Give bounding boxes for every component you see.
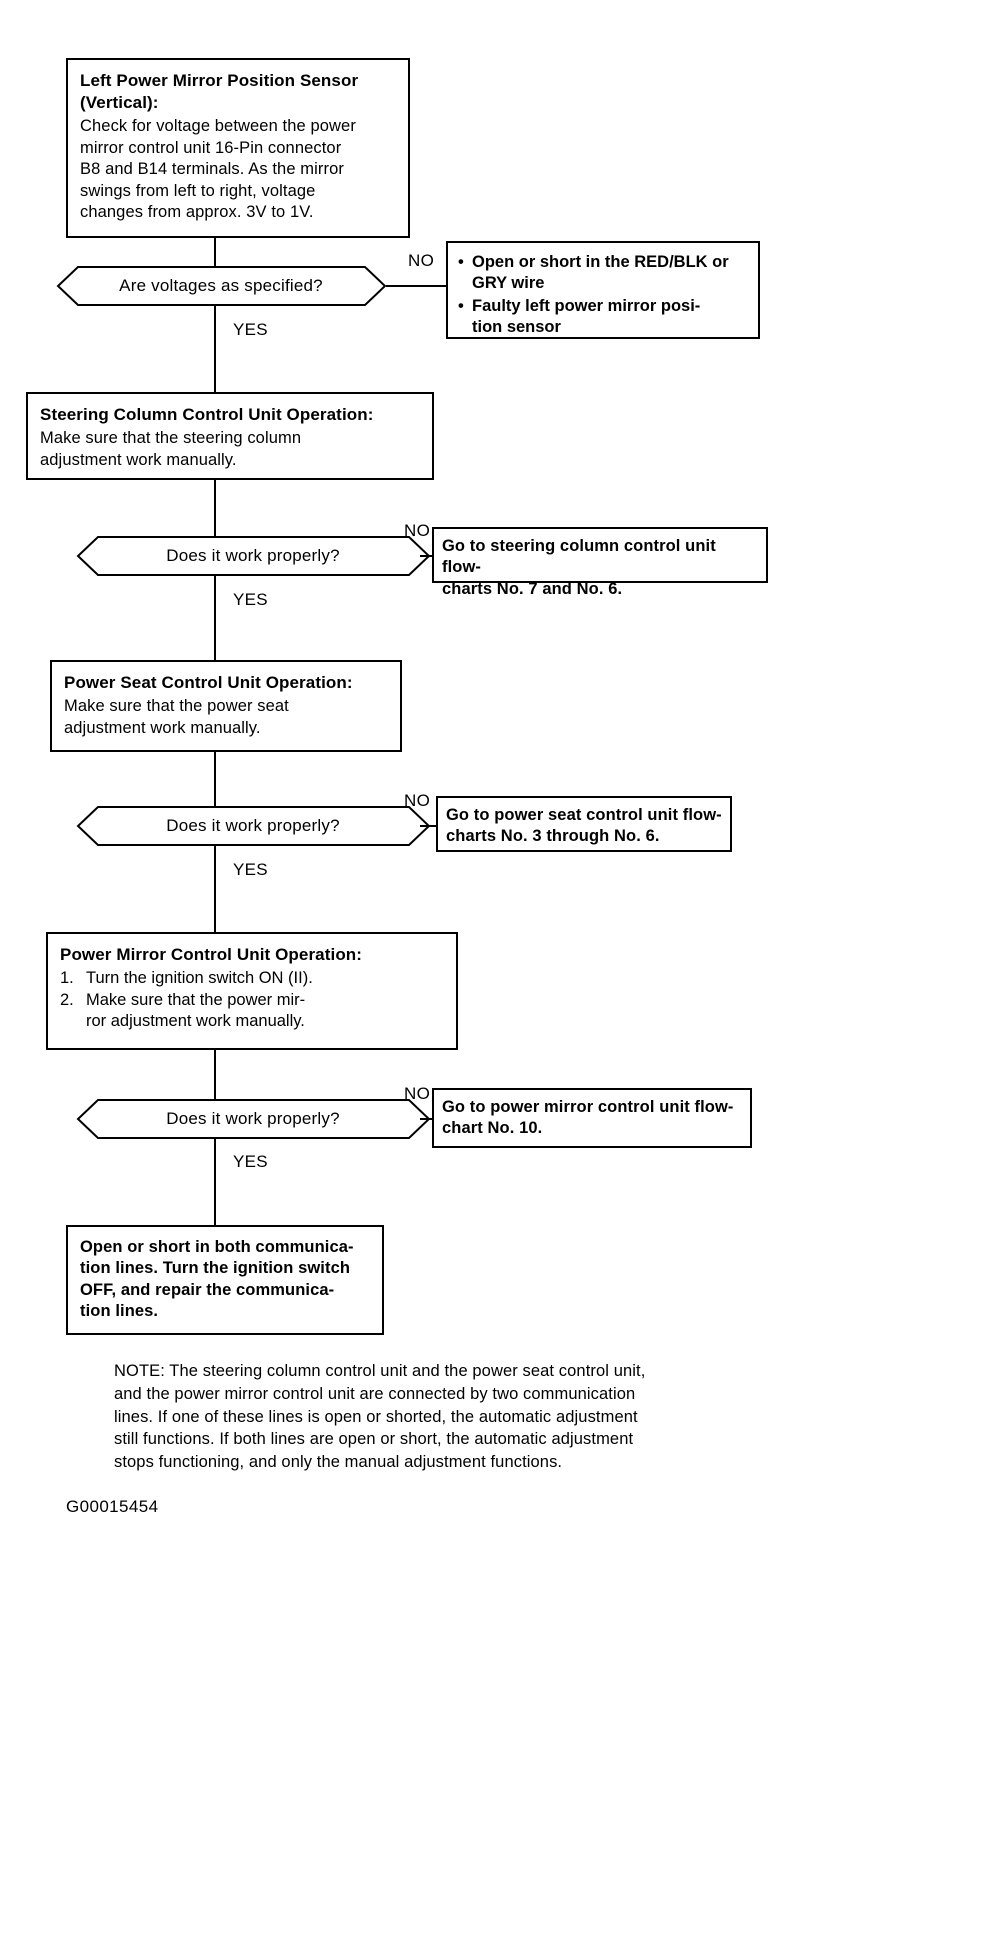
decision1-yes-label: YES [233, 320, 268, 339]
final-box-open-short-both-communication-lines: Open or short in both communica- tion li… [66, 1225, 384, 1335]
result-box-open-short-red-blk: • Open or short in the RED/BLK or GRY wi… [446, 241, 760, 339]
connector-decision1-yes [214, 306, 216, 392]
decision-are-voltages-as-specified: Are voltages as specified? [56, 266, 386, 306]
step-box-power-seat-control-unit-operation: Power Seat Control Unit Operation: Make … [50, 660, 402, 752]
step-box-steering-column-control-unit-operation: Steering Column Control Unit Operation: … [26, 392, 434, 480]
step4-list-item: 2. Make sure that the power mir- ror adj… [60, 990, 444, 1033]
decision2-no-label: NO [404, 521, 431, 540]
connector-step4-to-decision4 [214, 1050, 216, 1099]
step4-item-text-1: Turn the ignition switch ON (II). [86, 969, 313, 988]
connector-step1-to-decision1 [214, 238, 216, 266]
figure-id: G00015454 [66, 1497, 159, 1516]
step2-body: Make sure that the steering column adjus… [40, 429, 302, 469]
decision-does-it-work-properly-4: Does it work properly? [76, 1099, 430, 1139]
decision2-shape [76, 536, 430, 576]
connector-step2-to-decision2 [214, 480, 216, 536]
decision4-yes-label: YES [233, 1152, 268, 1171]
result1-bullet-row: • Open or short in the RED/BLK or GRY wi… [458, 252, 748, 295]
decision2-label: Does it work properly? [166, 546, 340, 565]
decision1-shape [56, 266, 386, 306]
connector-decision3-no [420, 825, 438, 827]
step4-item-number-2: 2. [60, 990, 74, 1009]
step1-title: Left Power Mirror Position Sensor (Verti… [80, 71, 359, 113]
decision-does-it-work-properly-3: Does it work properly? [76, 806, 430, 846]
step3-body: Make sure that the power seat adjustment… [64, 697, 289, 737]
final-text: Open or short in both communica- tion li… [80, 1238, 354, 1321]
step4-item-number-1: 1. [60, 969, 74, 988]
decision1-label: Are voltages as specified? [119, 276, 323, 295]
step4-title: Power Mirror Control Unit Operation: [60, 945, 363, 964]
connector-decision3-yes [214, 846, 216, 932]
connector-decision2-no [420, 555, 434, 557]
step-box-left-power-mirror-position-sensor: Left Power Mirror Position Sensor (Verti… [66, 58, 410, 238]
decision3-yes-label: YES [233, 860, 268, 879]
step2-title: Steering Column Control Unit Operation: [40, 405, 374, 424]
decision1-no-label: NO [408, 251, 435, 270]
result-box-go-to-power-seat-flowcharts: Go to power seat control unit flow- char… [436, 796, 732, 852]
result4-text: Go to power mirror control unit flow- ch… [442, 1098, 734, 1138]
step-box-power-mirror-control-unit-operation: Power Mirror Control Unit Operation: 1. … [46, 932, 458, 1050]
decision3-no-label: NO [404, 791, 431, 810]
bullet-glyph-icon: • [458, 296, 464, 315]
decision3-shape [76, 806, 430, 846]
result1-bullets: • Open or short in the RED/BLK or GRY wi… [458, 252, 748, 339]
step3-title: Power Seat Control Unit Operation: [64, 673, 353, 692]
step4-numbered-list: 1. Turn the ignition switch ON (II). 2. … [60, 968, 444, 1032]
result-box-go-to-steering-column-flowcharts: Go to steering column control unit flow-… [432, 527, 768, 598]
decision2-yes-label: YES [233, 590, 268, 609]
decision-does-it-work-properly-2: Does it work properly? [76, 536, 430, 576]
connector-decision1-no [386, 285, 446, 287]
result1-bullet-row: • Faulty left power mirror posi- tion se… [458, 296, 748, 339]
result2-text: Go to steering column control unit flow-… [442, 537, 716, 598]
step1-body: Check for voltage between the power mirr… [80, 117, 356, 221]
result1-bullet-text-1: Open or short in the RED/BLK or GRY wire [472, 253, 729, 293]
connector-decision4-no [420, 1118, 434, 1120]
result-box-go-to-power-mirror-flowchart: Go to power mirror control unit flow- ch… [432, 1088, 752, 1148]
decision4-shape [76, 1099, 430, 1139]
decision4-label: Does it work properly? [166, 1109, 340, 1128]
result3-text: Go to power seat control unit flow- char… [446, 806, 722, 846]
note-text: NOTE: The steering column control unit a… [114, 1362, 646, 1472]
connector-step3-to-decision3 [214, 752, 216, 806]
decision4-no-label: NO [404, 1084, 431, 1103]
bullet-glyph-icon: • [458, 253, 464, 271]
decision3-label: Does it work properly? [166, 816, 340, 835]
result1-bullet-text-2: Faulty left power mirror posi- tion sens… [472, 296, 701, 337]
connector-decision2-yes [214, 576, 216, 660]
connector-decision4-yes [214, 1139, 216, 1225]
step4-list-item: 1. Turn the ignition switch ON (II). [60, 968, 444, 989]
step4-item-text-2: Make sure that the power mir- ror adjust… [86, 990, 306, 1030]
